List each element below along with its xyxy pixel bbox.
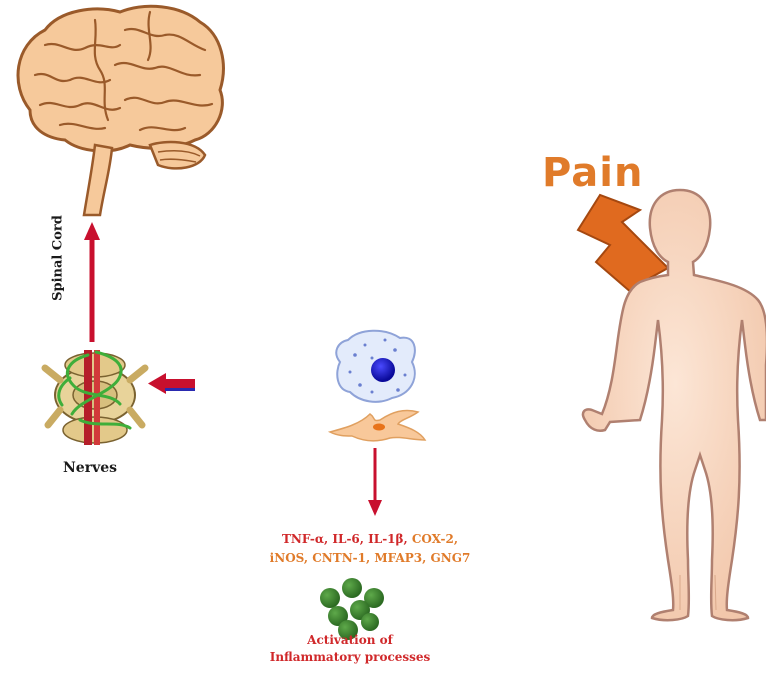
- inflammatory-cell-cluster: [320, 578, 384, 640]
- mediators-line1-orange: COX-2,: [408, 532, 458, 546]
- activation-line2: Inflammatory processes: [240, 649, 460, 666]
- brain-illustration: [18, 6, 223, 215]
- macrophage-cell: [336, 331, 415, 402]
- nerves-vertebra-illustration: [45, 350, 145, 445]
- activation-line1: Activation of: [240, 632, 460, 649]
- fibroblast-cell: [330, 410, 425, 440]
- mediators-line2: iNOS, CNTN-1, MFAP3, GNG7: [270, 551, 471, 565]
- activation-caption: Activation of Inflammatory processes: [240, 632, 460, 666]
- nerves-label: Nerves: [60, 460, 120, 476]
- inflammatory-mediators-list: TNF-α, IL-6, IL-1β, COX-2, iNOS, CNTN-1,…: [210, 530, 530, 568]
- arrow-cells-to-mediators: [368, 448, 382, 516]
- arrow-nerves-to-spinal-cord: [84, 222, 100, 342]
- mediators-line1-red: TNF-α, IL-6, IL-1β,: [282, 532, 408, 546]
- spinal-cord-label: Spinal Cord: [51, 215, 66, 301]
- pain-label: Pain: [542, 150, 643, 196]
- arrow-cells-to-nerves: [148, 373, 195, 394]
